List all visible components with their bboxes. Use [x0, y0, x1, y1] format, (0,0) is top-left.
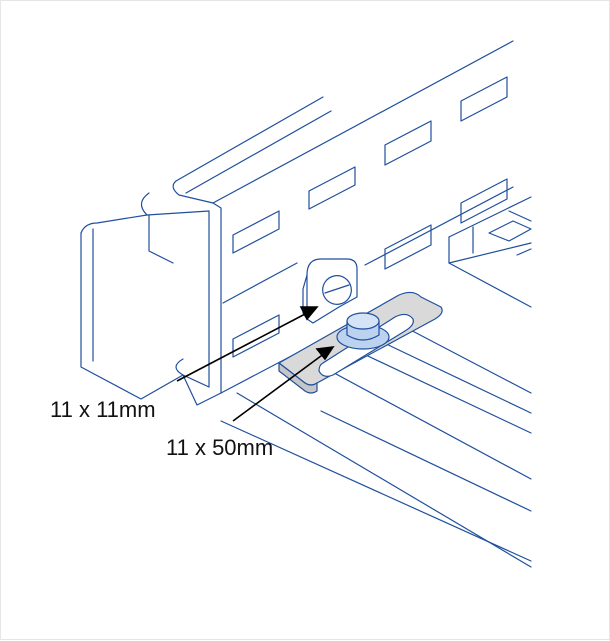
- callout-small-slot: 11 x 11mm: [50, 397, 156, 422]
- rear-box-lower: [448, 242, 532, 264]
- rail-lip: [172, 180, 214, 204]
- bracket-slot-11x11: [322, 275, 352, 305]
- slot-3: [384, 120, 432, 166]
- bracket-slot-divider: [324, 284, 350, 294]
- rear-box-slot: [488, 220, 532, 242]
- rail-top-edge: [175, 96, 324, 182]
- slot-4: [460, 76, 508, 122]
- rail-mid-edge: [222, 262, 298, 304]
- rear-box-edge: [508, 210, 532, 222]
- arrowhead-large: [315, 345, 335, 361]
- slot-2: [308, 166, 356, 210]
- leader-line-large: [232, 352, 326, 422]
- rear-box-front: [448, 236, 532, 308]
- rear-box-top: [448, 196, 532, 238]
- bracket-body: [306, 258, 358, 324]
- floor-line-7: [320, 410, 532, 512]
- rail-side-plate: [148, 214, 174, 264]
- floor-line-2: [220, 420, 532, 562]
- end-plate-top: [80, 214, 148, 234]
- floor-line-6: [400, 324, 532, 394]
- floor-line-5: [352, 348, 532, 434]
- end-plate: [80, 232, 184, 400]
- slot-7: [460, 178, 508, 224]
- slot-5: [232, 314, 280, 358]
- floor-line-1: [236, 392, 532, 568]
- rail-top-edge-back: [185, 110, 332, 194]
- bolt-top: [346, 312, 380, 330]
- floor-line-3: [296, 352, 532, 480]
- rail-upper-flange: [140, 192, 210, 216]
- rail-web-top: [212, 40, 514, 204]
- slot-6: [384, 224, 432, 270]
- rail-web-front: [212, 202, 222, 394]
- rail-mid-run: [364, 186, 514, 266]
- slot-1: [232, 210, 280, 254]
- leader-line-small: [176, 312, 308, 382]
- base-plate-front: [278, 362, 318, 394]
- rail-bottom-front: [182, 374, 222, 406]
- callout-large-slot: 11 x 50mm: [166, 435, 274, 460]
- rear-box-ridge: [516, 248, 532, 256]
- arrowhead-small: [299, 306, 319, 321]
